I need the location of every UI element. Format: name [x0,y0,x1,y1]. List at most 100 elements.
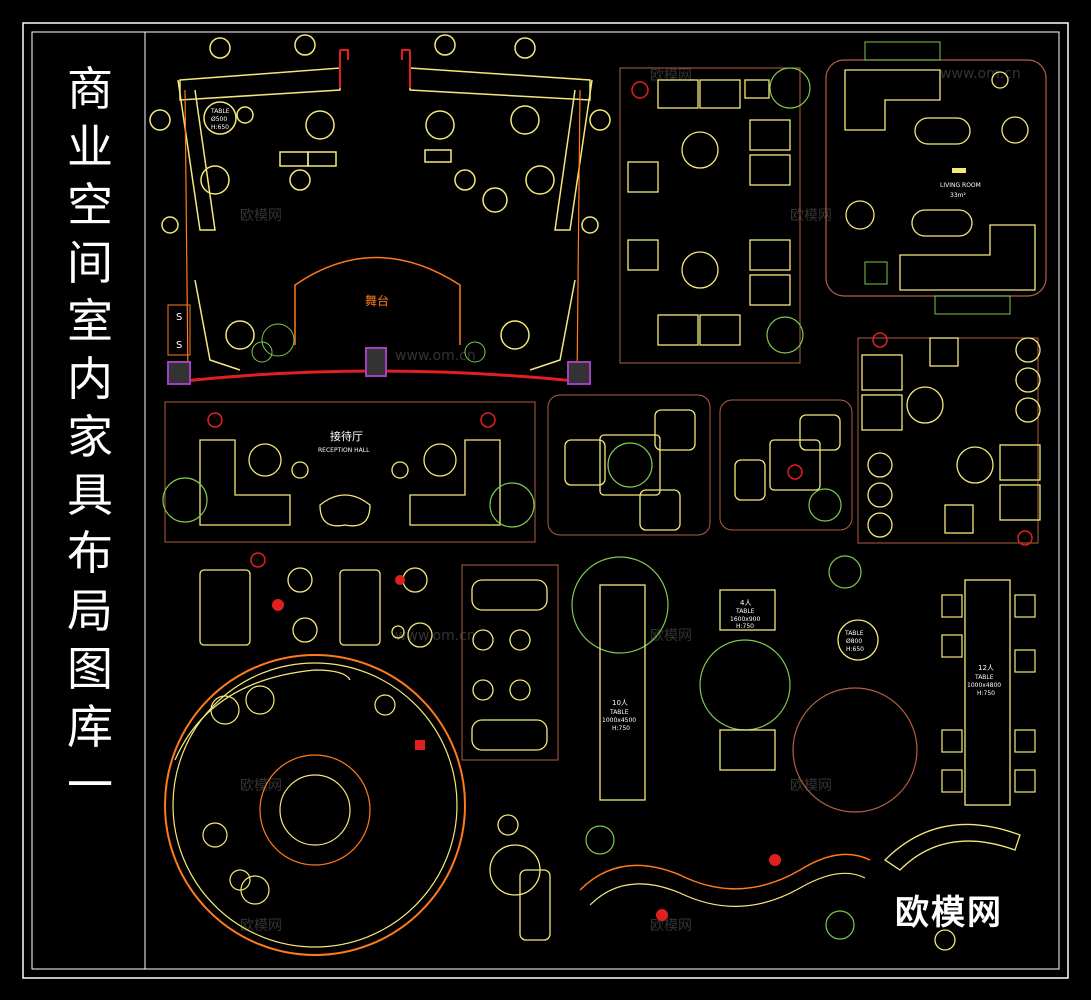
title-char: 间 [67,236,113,290]
lounge-room-outline [619,67,801,364]
plant-icon [489,482,535,528]
outer-frame [22,22,1069,979]
table-12-people: 12人 [978,664,994,672]
lamp-icon [787,464,803,480]
round-table-size: Ø800 [846,638,862,645]
plant-icon [607,442,653,488]
title-char: 布 [67,526,113,580]
watermark-url: www.om.cn [940,66,1021,82]
plant-icon [828,555,862,589]
coffee-table-round [934,929,956,951]
banquet-hall-plan [149,34,611,371]
watermark-text: 欧模网 [240,778,282,794]
hall-right-border [576,89,581,381]
lamp-icon [250,552,266,568]
watermark-url: www.om.cn [395,628,476,644]
tree-icon [571,556,669,654]
small-table-size: Ø500 [211,116,227,123]
title-char: 具 [67,468,113,522]
title-char: 室 [67,294,113,348]
living-room-label: LIVING ROOM [940,182,981,189]
pillar-box [567,361,591,385]
small-table-height: H:650 [211,124,229,131]
reception-room-outline [164,401,536,543]
table-12-size: 1000x4800 [967,682,1001,689]
table-4-people: 4人 [740,599,751,607]
round-hall-core [279,774,351,846]
lamp-icon [631,81,649,99]
small-table-icon [203,101,237,135]
long-table-10 [599,584,646,801]
table-12-name: TABLE [974,674,994,681]
small-seating-set [199,567,433,648]
plant-icon [585,825,615,855]
reception-title-cn: 接待厅 [330,429,363,443]
table-10-size: 1000x4500 [602,717,636,724]
sideboard-bar [934,295,1011,315]
title-char: 空 [67,178,113,232]
living-room-area: 33m² [950,192,966,199]
curved-sofa-right [883,823,1021,871]
round-hall-ring [172,662,458,948]
lamp-icon [769,854,781,866]
title-char: 内 [67,352,113,406]
lamp-icon [207,412,223,428]
round-hall-seats [202,685,396,905]
lamp-icon [656,909,668,921]
table-4-name: TABLE [735,608,755,615]
living-room-outline [825,59,1047,297]
lounge-furniture [627,79,791,346]
stair-mark: S [176,340,182,351]
bar-stool-group [489,814,551,941]
lamp-icon [415,740,425,750]
round-hall-inner [259,754,371,866]
plant-icon [825,910,855,940]
title-char: 局 [67,584,113,638]
tree-icon [699,639,791,731]
table-4-size: 1600x900 [730,616,760,623]
plant-icon [162,477,208,523]
title-char: 家 [67,410,113,464]
watermark-text: 欧模网 [240,918,282,934]
meeting-room-outline [719,399,853,531]
meeting-room-outline [547,394,711,536]
title-char: 库 [67,700,113,754]
small-table-label: TABLE [210,108,230,115]
serpentine-sofa [579,853,871,891]
table-10-name: TABLE [609,709,629,716]
reception-furniture [199,439,501,527]
lounge-right-furniture [861,337,1041,538]
plant-icon [766,67,811,354]
watermark-text: 欧模网 [650,68,692,84]
plant-icon [808,488,842,522]
lamp-icon [480,412,496,428]
tv-bar [864,41,941,61]
table-4-height: H:750 [736,623,754,630]
living-furniture [844,69,1036,291]
entrance-door-left [339,49,349,88]
serpentine-sofa-inner [589,872,866,907]
stair-box [167,304,191,356]
round-hall-sofa [174,669,351,761]
watermark-text: 欧模网 [240,208,282,224]
lamp-icon [272,599,284,611]
entrance-door-right [401,49,411,88]
table-10-people: 10人 [612,699,628,707]
sheet-title: 商 业 空 间 室 内 家 具 布 局 图 库 一 [40,60,140,960]
round-hall-outer [164,654,466,956]
table-12-height: H:750 [977,690,995,697]
table-4-bottom [719,729,776,771]
long-table-12 [964,579,1011,806]
title-char: 图 [67,642,113,696]
stair-mark: S [176,312,182,323]
watermark-text: 欧模网 [790,778,832,794]
watermark-layer: 欧模网 欧模网 欧模网 欧模网 欧模网 欧模网 欧模网 欧模网 www.om.c… [240,66,1021,934]
hall-left-wall [177,79,216,231]
pillar-box [365,347,387,377]
title-char: 业 [67,120,113,174]
hall-wall-outline [179,67,591,101]
table-12-chairs [941,594,1036,793]
inner-frame [31,31,1060,970]
plant-icon [864,261,888,285]
